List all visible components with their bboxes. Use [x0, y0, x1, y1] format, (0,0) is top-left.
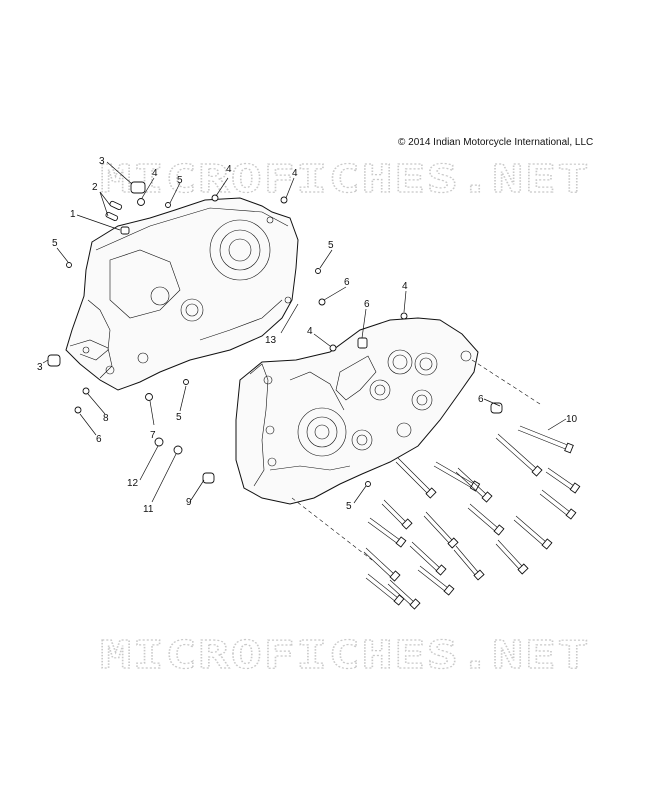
callout-label: 13 [265, 335, 277, 346]
callout-label: 12 [127, 478, 139, 489]
callout-label: 7 [150, 430, 156, 441]
bolt-set [363, 425, 581, 610]
bolt [467, 503, 505, 536]
callout-label: 5 [346, 501, 352, 512]
bolt [539, 489, 577, 520]
callout-labels: 3 4 5 4 4 2 1 5 5 6 6 4 4 13 3 6 8 7 5 1… [37, 156, 578, 515]
callout-label: 6 [96, 434, 102, 445]
callout-label: 5 [52, 238, 58, 249]
callout-label: 4 [402, 281, 408, 292]
bolt [363, 547, 401, 582]
callout-label: 5 [177, 175, 183, 186]
bolt [381, 499, 413, 530]
left-crankcase [65, 197, 299, 391]
bolt [409, 541, 447, 576]
leader-lines [42, 161, 567, 504]
callout-label: 4 [152, 168, 158, 179]
bolt [365, 573, 405, 606]
copyright-notice: © 2014 Indian Motorcycle International, … [398, 137, 594, 148]
small-parts [47, 181, 503, 487]
bolt [495, 539, 529, 575]
alignment-lines [291, 359, 541, 561]
right-crankcase [235, 317, 479, 505]
callout-label: 5 [328, 240, 334, 251]
watermark-top: MICROFICHES.NET [100, 157, 590, 201]
bolt [455, 467, 493, 503]
callout-label: 6 [364, 299, 370, 310]
callout-label: 6 [344, 277, 350, 288]
bolt [423, 511, 459, 549]
callout-label: 11 [143, 504, 154, 515]
bolt [513, 515, 553, 550]
callout-label: 4 [292, 168, 298, 179]
bolt [387, 579, 421, 610]
callout-label: 3 [99, 156, 105, 167]
bolt [545, 467, 581, 494]
bolt [433, 461, 481, 492]
bolt [495, 433, 543, 477]
callout-label: 5 [176, 412, 182, 423]
bolt [453, 545, 485, 581]
callout-label: 2 [92, 182, 98, 193]
bolt [395, 457, 437, 499]
callout-label: 4 [307, 326, 313, 337]
callout-label: 1 [70, 209, 76, 220]
callout-label: 4 [226, 164, 232, 175]
bolt [517, 425, 574, 454]
callout-label: 6 [478, 394, 484, 405]
callout-label: 10 [566, 414, 578, 425]
bolt [417, 565, 455, 596]
callout-label: 9 [186, 497, 192, 508]
callout-label: 3 [37, 362, 43, 373]
bolt [367, 517, 407, 548]
watermark-bottom: MICROFICHES.NET [100, 633, 590, 677]
callout-label: 8 [103, 413, 109, 424]
